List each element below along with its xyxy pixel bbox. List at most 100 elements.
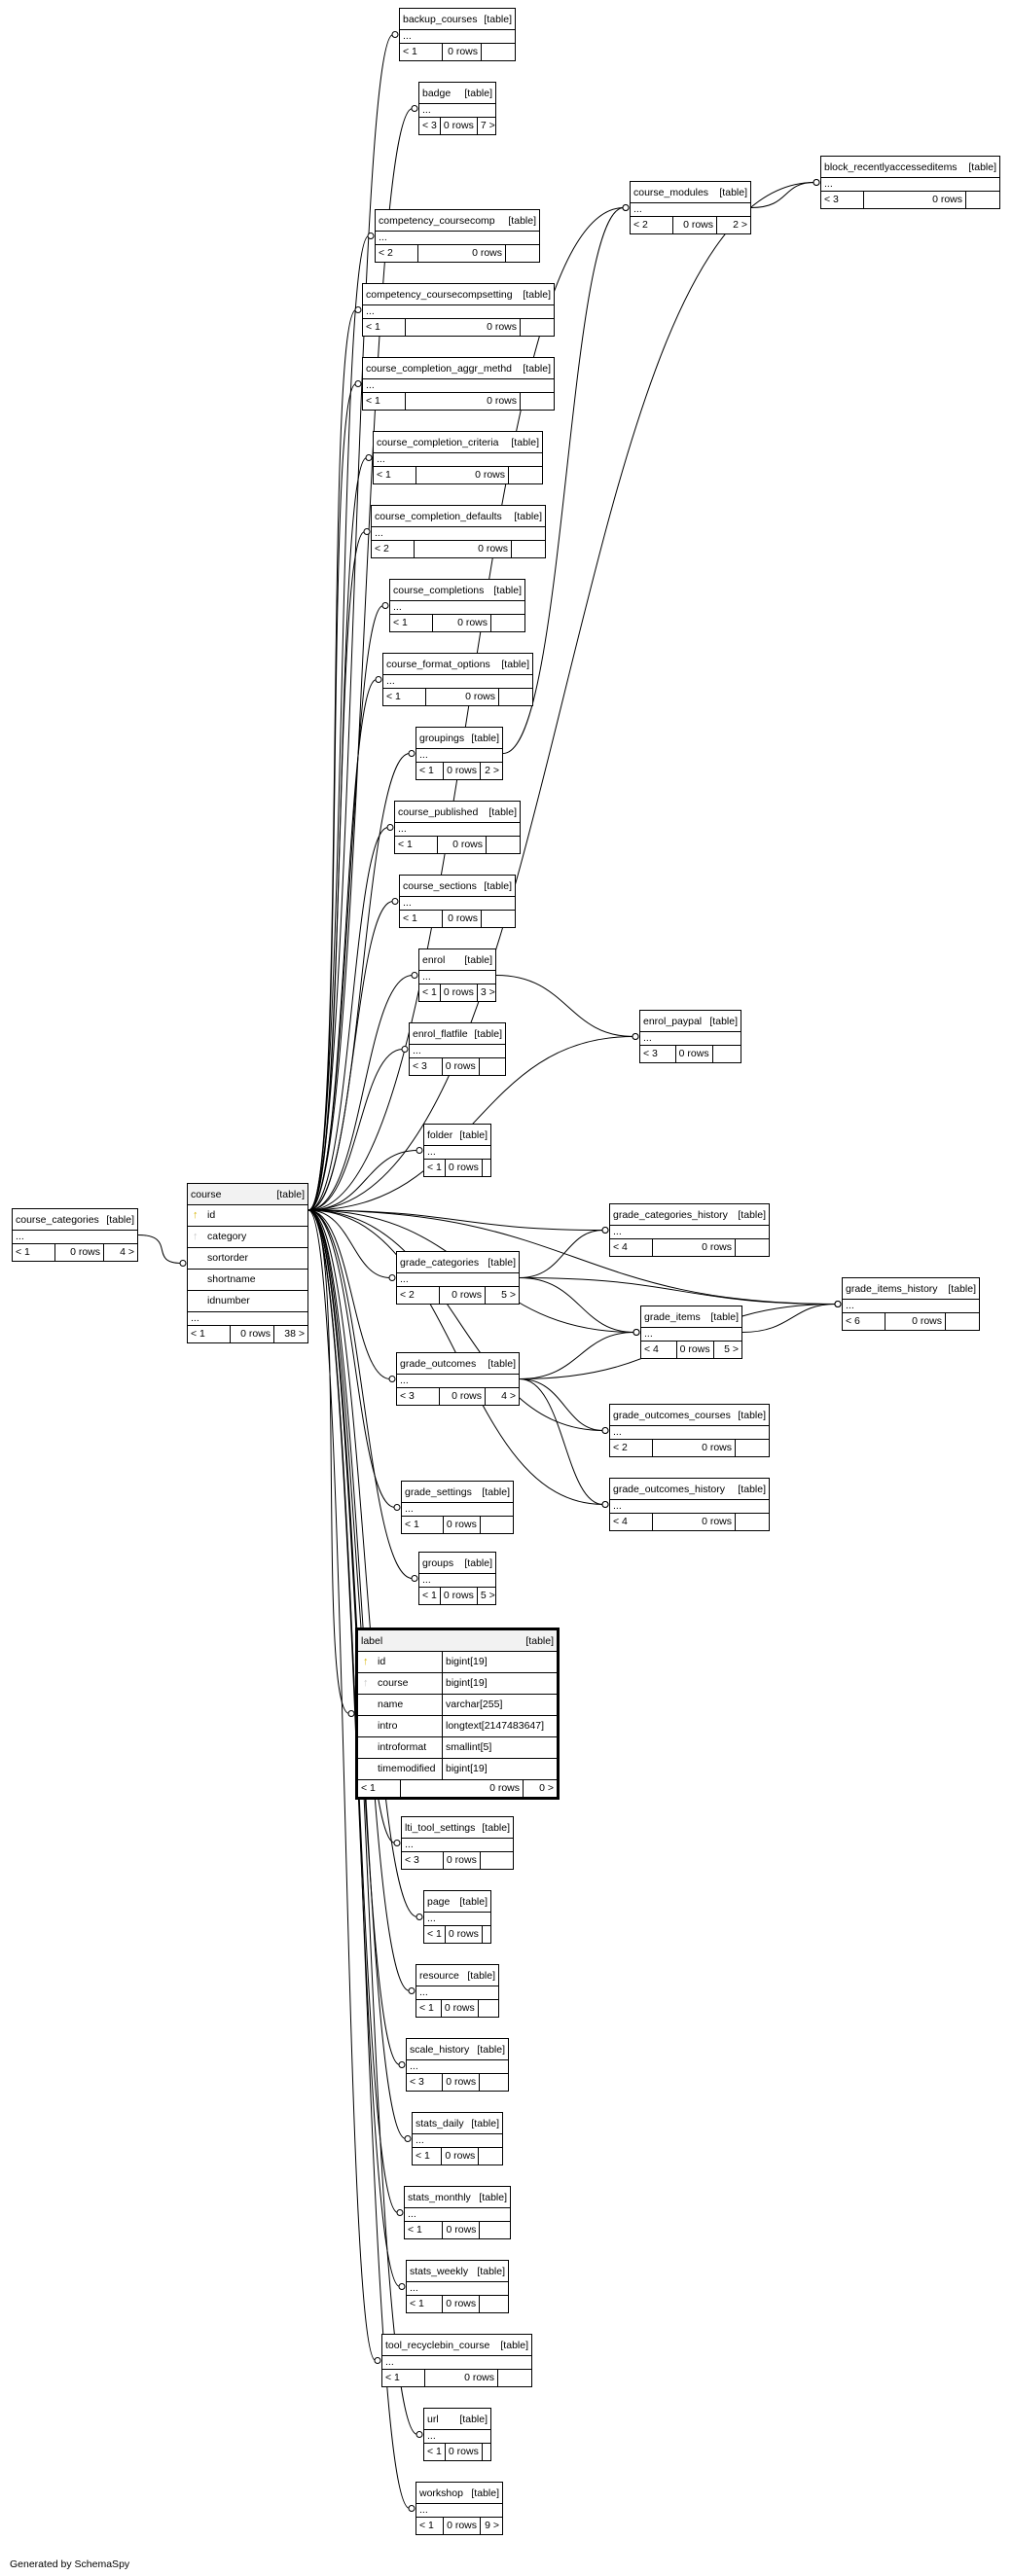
child-count[interactable] — [499, 689, 532, 705]
child-count[interactable]: 2 > — [485, 765, 499, 776]
child-count[interactable] — [521, 319, 554, 336]
child-count[interactable]: 9 > — [485, 2520, 499, 2531]
child-count[interactable]: 7 > — [480, 120, 495, 131]
child-count[interactable] — [481, 1517, 513, 1533]
child-count[interactable] — [480, 1058, 505, 1075]
child-count[interactable] — [482, 911, 515, 927]
table-name[interactable]: grade_categories_history — [613, 1208, 728, 1221]
parent-count[interactable]: < 3 — [397, 1388, 440, 1405]
child-count[interactable] — [736, 1440, 769, 1456]
table-name[interactable]: groups — [422, 1556, 454, 1569]
table-name[interactable]: competency_coursecomp — [379, 214, 495, 227]
child-count[interactable] — [736, 1514, 769, 1530]
table-name[interactable]: grade_items_history — [846, 1282, 938, 1295]
parent-count[interactable]: < 4 — [641, 1342, 677, 1358]
table-name[interactable]: grade_outcomes_history — [613, 1483, 725, 1495]
child-count[interactable] — [506, 245, 539, 262]
parent-count[interactable]: < 1 — [400, 44, 443, 60]
child-count[interactable] — [713, 1046, 741, 1062]
parent-count[interactable]: < 1 — [400, 911, 443, 927]
parent-count[interactable]: < 2 — [372, 541, 415, 557]
column-row[interactable]: idnumber — [188, 1291, 307, 1312]
table-name[interactable]: competency_coursecompsetting — [366, 288, 513, 301]
table-name[interactable]: enrol_flatfile — [413, 1027, 468, 1040]
parent-count[interactable]: < 1 — [419, 984, 441, 1001]
table-name[interactable]: course_modules — [633, 186, 709, 198]
table-name[interactable]: workshop — [419, 2487, 463, 2499]
table-name[interactable]: course_format_options — [386, 658, 490, 670]
parent-count[interactable]: < 4 — [610, 1514, 653, 1530]
child-count[interactable]: 38 > — [284, 1328, 305, 1340]
table-block_recentlyaccesseditems[interactable]: block_recentlyaccesseditems[table]...< 3… — [820, 156, 1000, 209]
table-name[interactable]: scale_history — [410, 2043, 470, 2056]
parent-count[interactable]: < 1 — [405, 2222, 444, 2238]
table-name[interactable]: course_completion_criteria — [377, 436, 499, 448]
table-competency_coursecompsetting[interactable]: competency_coursecompsetting[table]...< … — [362, 283, 555, 337]
table-name[interactable]: course_categories — [16, 1213, 99, 1226]
table-name[interactable]: course_sections — [403, 879, 477, 892]
child-count[interactable]: 5 > — [480, 1590, 495, 1601]
table-name[interactable]: grade_items — [644, 1310, 701, 1323]
parent-count[interactable]: < 1 — [424, 1160, 446, 1176]
table-name[interactable]: course_completions — [393, 584, 485, 596]
parent-count[interactable]: < 2 — [610, 1440, 653, 1456]
parent-count[interactable]: < 1 — [13, 1244, 55, 1261]
child-count[interactable] — [480, 2222, 510, 2238]
parent-count[interactable]: < 1 — [358, 1780, 401, 1797]
child-count[interactable] — [512, 541, 545, 557]
child-count[interactable] — [479, 2000, 498, 2017]
parent-count[interactable]: < 2 — [631, 217, 673, 233]
table-label[interactable]: label[table]id↑bigint[19]course↑bigint[1… — [355, 1628, 560, 1800]
table-name[interactable]: course_completion_defaults — [375, 510, 502, 522]
child-count[interactable] — [509, 467, 542, 483]
child-count[interactable]: 4 > — [501, 1390, 516, 1402]
table-name[interactable]: lti_tool_settings — [405, 1821, 476, 1834]
child-count[interactable] — [498, 2370, 531, 2386]
table-name[interactable]: block_recentlyaccesseditems — [824, 161, 958, 173]
table-name[interactable]: enrol — [422, 953, 446, 966]
parent-count[interactable]: < 1 — [395, 837, 438, 853]
child-count[interactable] — [479, 2148, 502, 2165]
column-row[interactable]: category↑ — [188, 1227, 307, 1248]
table-name[interactable]: stats_daily — [416, 2117, 464, 2129]
column-row[interactable]: course↑bigint[19] — [358, 1673, 557, 1695]
child-count[interactable]: 5 > — [724, 1343, 739, 1355]
table-name[interactable]: grade_settings — [405, 1485, 472, 1498]
table-name[interactable]: stats_weekly — [410, 2265, 469, 2277]
table-name[interactable]: page — [427, 1895, 451, 1908]
child-count[interactable] — [966, 192, 999, 208]
parent-count[interactable]: < 1 — [390, 615, 433, 631]
parent-count[interactable]: < 1 — [188, 1326, 231, 1342]
table-name[interactable]: badge — [422, 87, 452, 99]
table-course_completion_aggr_methd[interactable]: course_completion_aggr_methd[table]...< … — [362, 357, 555, 411]
table-name[interactable]: label — [361, 1634, 383, 1647]
parent-count[interactable]: < 3 — [640, 1046, 676, 1062]
